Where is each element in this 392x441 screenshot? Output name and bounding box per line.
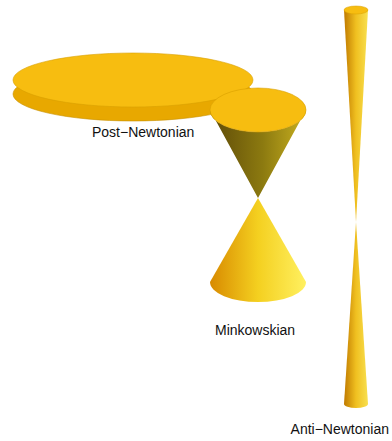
minkowskian-cone — [210, 88, 306, 302]
cone-label: Post−Newtonian — [92, 124, 194, 140]
anti-newtonian-cone — [344, 6, 368, 408]
cone-label: Minkowskian — [215, 322, 295, 338]
cone-label: Anti−Newtonian — [291, 421, 389, 437]
